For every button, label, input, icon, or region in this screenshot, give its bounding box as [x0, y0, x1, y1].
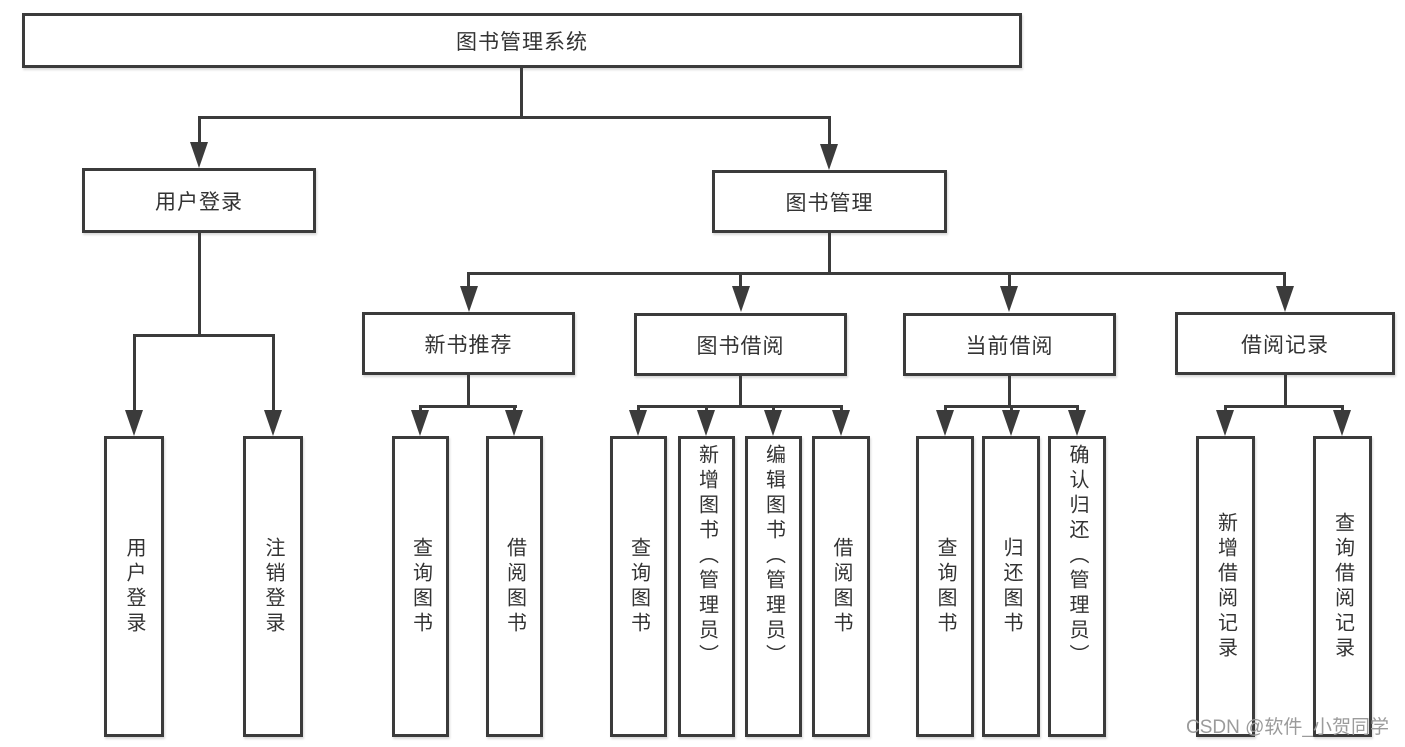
- arrowhead-leaf-logout: [264, 410, 282, 436]
- leaf-current-query-books: 查询图书: [916, 436, 974, 737]
- leaf-borrow-edit-books-admin: 编辑图书（管理员）: [745, 436, 802, 737]
- node-user-login-label: 用户登录: [155, 190, 243, 214]
- leaf-borrow-borrow-books-label: 借阅图书: [830, 536, 852, 637]
- leaf-records-query-record: 查询借阅记录: [1313, 436, 1372, 737]
- node-new-books-label: 新书推荐: [424, 333, 513, 357]
- leaf-current-confirm-return-admin-label: 确认归还（管理员）: [1066, 444, 1088, 669]
- connector-newbook-stem: [467, 375, 470, 408]
- leaf-newbook-borrow-books: 借阅图书: [486, 436, 543, 737]
- arrowhead-records-1: [1216, 410, 1234, 436]
- leaf-user-login: 用户登录: [104, 436, 164, 737]
- connector-drop-records-2: [1341, 405, 1344, 414]
- connector-current-stem: [1008, 376, 1011, 408]
- node-current-borrow-label: 当前借阅: [965, 334, 1054, 358]
- connector-records-stem: [1284, 375, 1287, 408]
- leaf-borrow-borrow-books: 借阅图书: [812, 436, 870, 737]
- node-borrow-records: 借阅记录: [1175, 312, 1395, 375]
- node-new-books: 新书推荐: [362, 312, 575, 375]
- leaf-records-add-record: 新增借阅记录: [1196, 436, 1255, 737]
- connector-mgmt-branch: [467, 272, 1285, 275]
- connector-drop-current-borrow: [1008, 272, 1011, 288]
- connector-drop-borrow-3: [772, 405, 775, 414]
- leaf-borrow-query-books: 查询图书: [610, 436, 667, 737]
- leaf-newbook-query-books-label: 查询图书: [409, 536, 432, 637]
- arrowhead-current-2: [1002, 410, 1020, 436]
- node-book-borrow: 图书借阅: [634, 313, 847, 376]
- connector-drop-new-books: [467, 272, 470, 288]
- arrowhead-current-borrow: [1000, 286, 1018, 312]
- connector-user-stem: [198, 233, 201, 336]
- connector-root-stem: [520, 68, 523, 117]
- arrowhead-current-3: [1068, 410, 1086, 436]
- leaf-user-login-label: 用户登录: [123, 536, 145, 637]
- leaf-records-query-record-label: 查询借阅记录: [1331, 511, 1354, 662]
- arrowhead-borrow-1: [629, 410, 647, 436]
- leaf-current-confirm-return-admin: 确认归还（管理员）: [1048, 436, 1106, 737]
- leaf-borrow-edit-books-admin-label: 编辑图书（管理员）: [762, 444, 785, 669]
- connector-drop-current-3: [1076, 405, 1079, 414]
- arrowhead-newbook-borrow: [505, 410, 523, 436]
- leaf-logout-label: 注销登录: [262, 536, 284, 637]
- connector-borrow-stem: [739, 376, 742, 408]
- connector-drop-newbook-query: [419, 405, 422, 414]
- connector-drop-borrow-2: [705, 405, 708, 414]
- connector-records-branch: [1224, 405, 1344, 408]
- arrowhead-borrow-2: [697, 410, 715, 436]
- connector-drop-current-1: [944, 405, 947, 414]
- arrowhead-book-borrow: [732, 286, 750, 312]
- node-book-mgmt-label: 图书管理: [785, 191, 874, 215]
- connector-borrow-branch: [637, 405, 843, 408]
- connector-drop-current-2: [1010, 405, 1013, 414]
- arrowhead-book-mgmt: [820, 144, 838, 170]
- arrowhead-new-books: [460, 286, 478, 312]
- arrowhead-records-2: [1333, 410, 1351, 436]
- connector-drop-borrow-4: [840, 405, 843, 414]
- leaf-borrow-add-books-admin: 新增图书（管理员）: [678, 436, 735, 737]
- arrowhead-user-login: [190, 142, 208, 168]
- connector-drop-leaf-login: [133, 334, 136, 414]
- leaf-borrow-query-books-label: 查询图书: [627, 536, 650, 637]
- arrowhead-borrow-records: [1276, 286, 1294, 312]
- leaf-current-query-books-label: 查询图书: [934, 536, 956, 637]
- leaf-current-return-books: 归还图书: [982, 436, 1040, 737]
- leaf-records-add-record-label: 新增借阅记录: [1214, 511, 1237, 662]
- connector-mgmt-stem: [828, 233, 831, 275]
- arrowhead-newbook-query: [411, 410, 429, 436]
- connector-drop-borrow-records: [1283, 272, 1286, 288]
- leaf-newbook-borrow-books-label: 借阅图书: [503, 536, 526, 637]
- connector-drop-book-mgmt: [828, 116, 831, 146]
- connector-newbook-branch: [419, 405, 517, 408]
- connector-user-branch: [133, 334, 275, 337]
- node-current-borrow: 当前借阅: [903, 313, 1116, 376]
- arrowhead-borrow-4: [832, 410, 850, 436]
- connector-drop-book-borrow: [739, 272, 742, 288]
- connector-drop-borrow-1: [637, 405, 640, 414]
- node-root: 图书管理系统: [22, 13, 1022, 68]
- leaf-newbook-query-books: 查询图书: [392, 436, 449, 737]
- node-book-mgmt: 图书管理: [712, 170, 947, 233]
- connector-drop-records-1: [1224, 405, 1227, 414]
- connector-drop-user-login: [198, 116, 201, 145]
- node-book-borrow-label: 图书借阅: [696, 334, 785, 358]
- connector-drop-leaf-logout: [272, 334, 275, 414]
- arrowhead-borrow-3: [764, 410, 782, 436]
- node-borrow-records-label: 借阅记录: [1241, 333, 1329, 357]
- connector-drop-newbook-borrow: [513, 405, 516, 414]
- arrowhead-leaf-login: [125, 410, 143, 436]
- csdn-watermark: CSDN @软件_小贺同学: [1186, 717, 1389, 738]
- leaf-current-return-books-label: 归还图书: [1000, 536, 1022, 637]
- connector-root-branch: [198, 116, 831, 119]
- arrowhead-current-1: [936, 410, 954, 436]
- leaf-borrow-add-books-admin-label: 新增图书（管理员）: [695, 444, 718, 669]
- node-root-label: 图书管理系统: [456, 30, 588, 54]
- leaf-logout: 注销登录: [243, 436, 303, 737]
- node-user-login: 用户登录: [82, 168, 316, 233]
